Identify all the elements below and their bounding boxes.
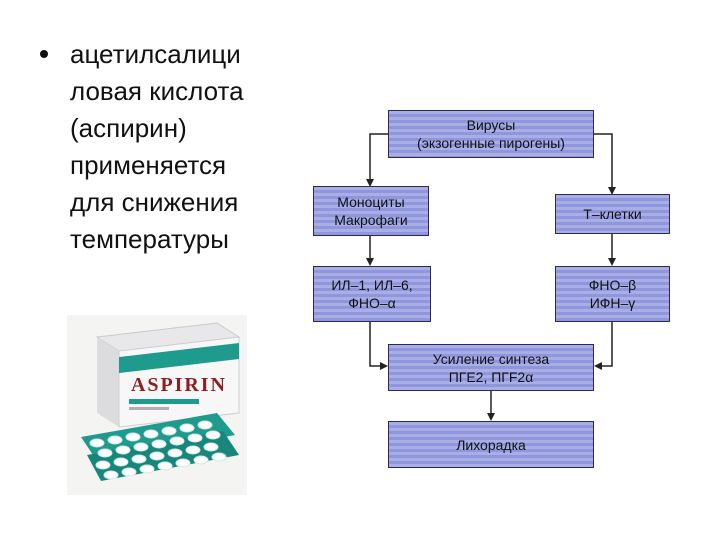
aspirin-photo: ASPIRIN (67, 315, 247, 495)
bullet-line: для снижения (70, 187, 239, 217)
bullet-line: ловая кислота (70, 76, 244, 106)
bullet-line: ацетилсалици (70, 39, 241, 69)
box-synthesis: Усиление синтеза ПГЕ2, ПГF2α (388, 344, 594, 391)
box-synthesis-line2: ПГЕ2, ПГF2α (448, 368, 534, 385)
bullet-line: (аспирин) (70, 113, 187, 143)
box-tnf-line1: ФНО–β (588, 277, 637, 293)
box-monocytes-line1: Моноциты (337, 194, 405, 210)
box-il-line1: ИЛ–1, ИЛ–6, (331, 277, 413, 293)
connector-viruses-monocytes (366, 133, 388, 187)
bullet-line: применяется (70, 150, 227, 180)
box-monocytes: Моноциты Макрофаги (313, 186, 429, 236)
box-tcells: Т–клетки (555, 194, 670, 234)
box-viruses-line2: (экзогенные пирогены) (417, 135, 565, 151)
box-tnf: ФНО–β ИФН–γ (555, 266, 670, 322)
bullet-line: температуры (70, 224, 229, 254)
box-tcells-line1: Т–клетки (583, 206, 642, 222)
box-tnf-line2: ИФН–γ (589, 295, 636, 311)
aspirin-brand: ASPIRIN (131, 374, 226, 396)
box-viruses: Вирусы (экзогенные пирогены) (388, 110, 594, 158)
connector-viruses-tcells (594, 133, 616, 195)
box-il-line2: ФНО–α (348, 295, 396, 311)
connector-il-synthesis (369, 322, 388, 370)
pills (89, 420, 227, 480)
box-fever-line1: Лихорадка (456, 436, 526, 453)
box-viruses-line1: Вирусы (466, 117, 516, 133)
box-fever: Лихорадка (388, 421, 594, 468)
box-il: ИЛ–1, ИЛ–6, ФНО–α (313, 266, 431, 322)
connector-tnf-synthesis (594, 322, 613, 370)
bullet-dot (40, 50, 48, 58)
box-monocytes-line2: Макрофаги (334, 212, 408, 228)
bullet-text: ацетилсалици ловая кислота (аспирин) при… (70, 36, 244, 258)
box-synthesis-line1: Усиление синтеза (432, 350, 550, 367)
